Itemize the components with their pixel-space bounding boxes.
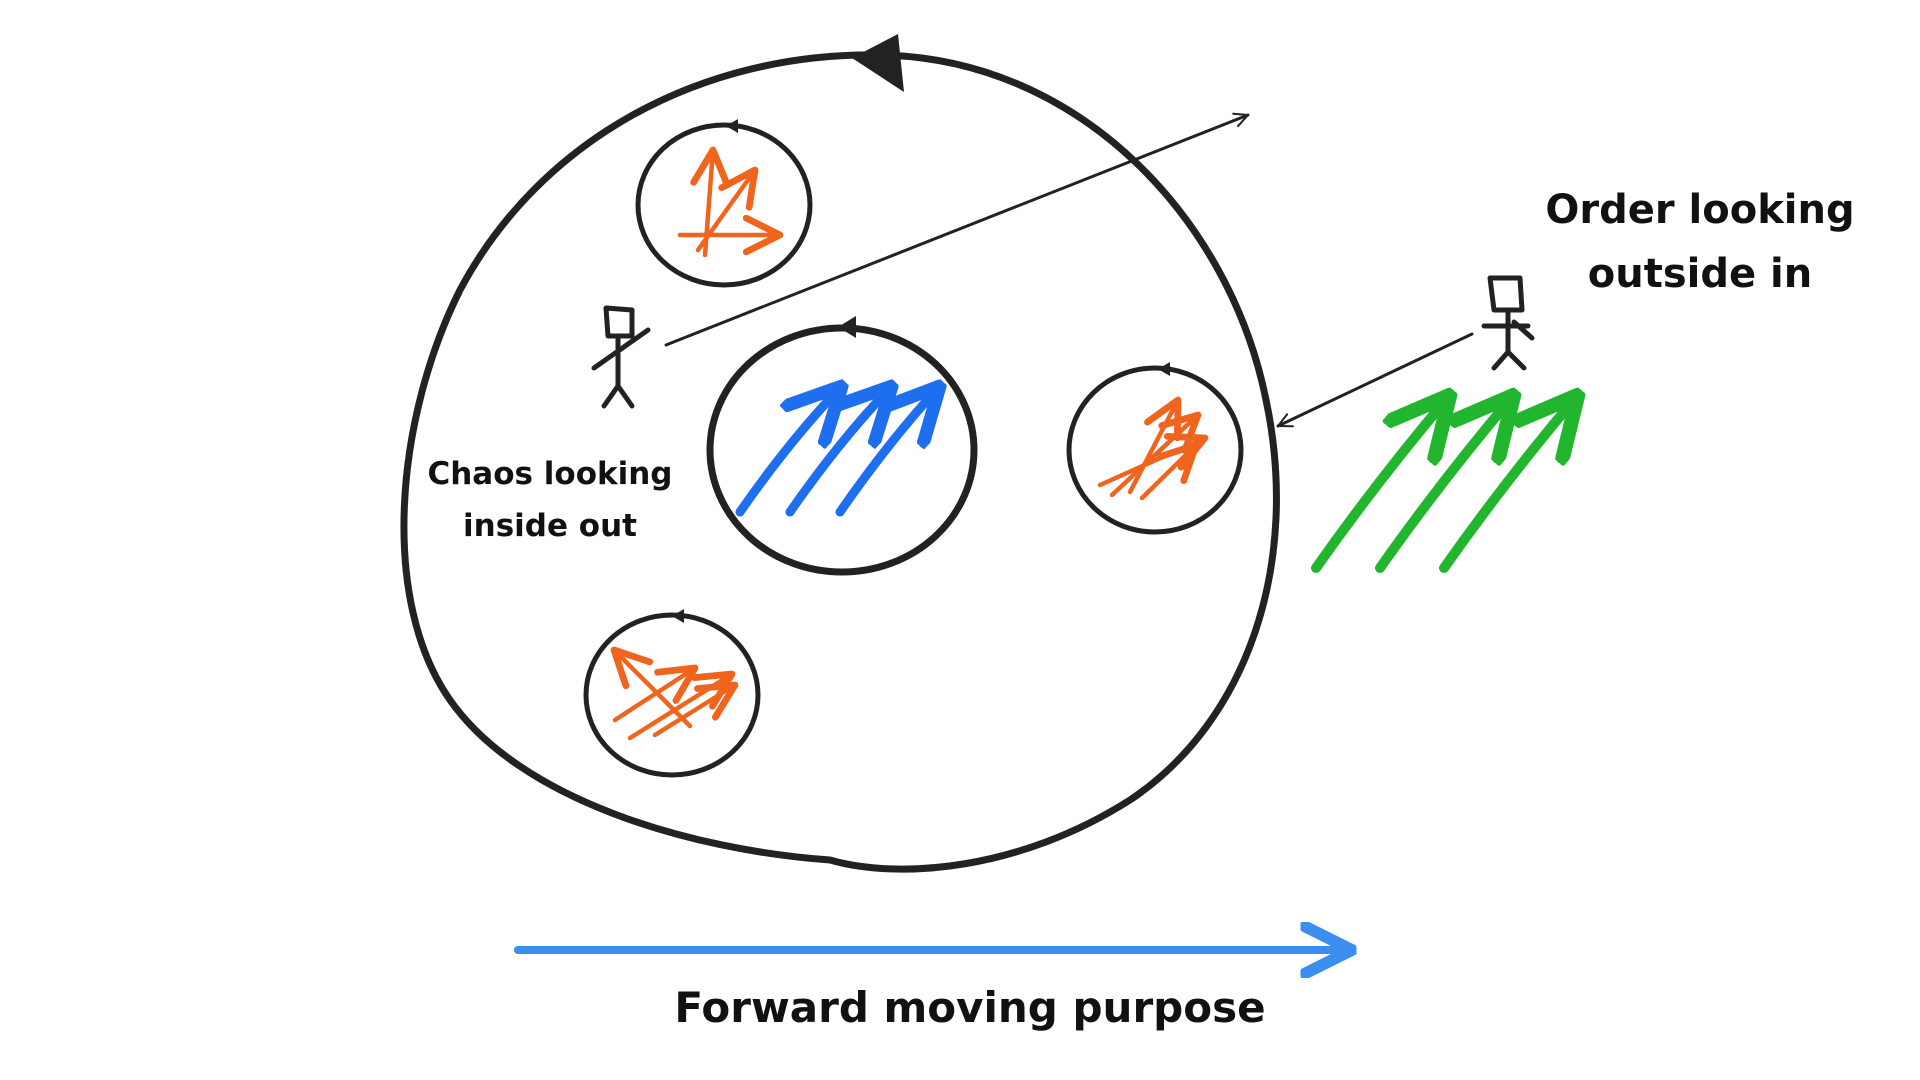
chaos-sight-arrow: [664, 112, 1250, 347]
stick-figure-arm: [591, 327, 651, 371]
blue-arrow: [835, 386, 940, 517]
center-circle: [706, 324, 978, 576]
blue-arrow: [785, 386, 892, 517]
orange-arrow: [652, 681, 739, 738]
outer-circle-direction-arrowhead: [852, 34, 904, 92]
orange-arrows-right: [1097, 396, 1209, 501]
orange-arrow: [1139, 441, 1200, 501]
small-circle-bottom-arrowhead: [672, 609, 684, 623]
stick-figure-arm: [1511, 319, 1535, 341]
orange-arrow: [1127, 396, 1182, 495]
orange-arrows-bottom: [610, 646, 739, 741]
stick-figure-head: [1487, 275, 1525, 313]
orange-arrow: [612, 664, 699, 723]
chaos-label-line-1: Chaos looking: [427, 456, 673, 492]
stick-figure-leg: [615, 383, 635, 409]
green-arrow: [1311, 395, 1450, 573]
green-arrow: [1375, 395, 1514, 573]
orange-arrow: [1109, 411, 1202, 498]
chaos-label-line-2: inside out: [463, 508, 637, 544]
stick-figure-leg: [1491, 349, 1511, 371]
order-sight-arrow: [1276, 332, 1474, 428]
small-circle-right-arrowhead: [1158, 362, 1170, 376]
stick-figure-leg: [1505, 349, 1527, 371]
orange-arrow: [610, 646, 693, 729]
blue-arrow: [735, 386, 842, 517]
orange-arrows-top: [677, 146, 784, 258]
purpose-label: Forward moving purpose: [674, 983, 1266, 1032]
small-circle-right: [1066, 365, 1244, 535]
stick-figure-leg: [601, 383, 621, 409]
green-arrows: [1311, 395, 1578, 573]
stick-figure-inside: [591, 305, 651, 409]
outer-circle: [400, 51, 1280, 873]
small-circle-top-arrowhead: [726, 119, 738, 133]
order-label: Order looking outside in: [1530, 178, 1870, 306]
stick-figure-outside: [1481, 275, 1535, 371]
small-circle-top: [635, 122, 813, 288]
chaos-label: Chaos looking inside out: [400, 448, 700, 552]
green-arrow: [1439, 395, 1578, 573]
center-circle-arrowhead: [838, 316, 856, 338]
stick-figure-head: [603, 305, 635, 339]
order-label-line-2: outside in: [1587, 251, 1813, 297]
blue-arrows: [735, 386, 940, 517]
order-label-line-1: Order looking: [1545, 187, 1855, 233]
small-circle-bottom: [583, 612, 761, 778]
